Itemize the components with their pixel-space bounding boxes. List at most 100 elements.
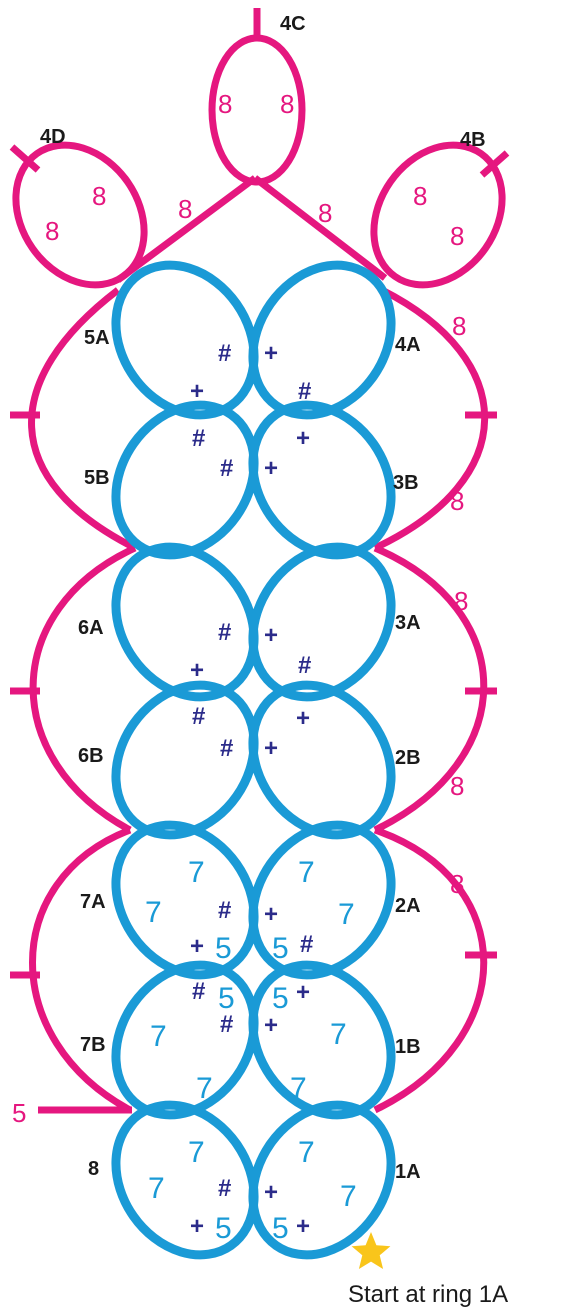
count-chain-right-4: 8 xyxy=(450,771,464,801)
plus-symbol: + xyxy=(264,340,278,367)
label-4b: 4B xyxy=(460,129,486,151)
ring-2a xyxy=(248,820,396,980)
hash-symbol: # xyxy=(218,340,231,367)
plus-symbol: + xyxy=(190,657,204,684)
blue-counts: 7 7 5 7 7 5 5 7 7 5 7 7 7 7 5 7 7 5 xyxy=(145,856,357,1245)
count-1a-right: 7 xyxy=(340,1180,357,1213)
ring-4b xyxy=(370,141,506,289)
join-symbols: # + + # # + # + # + + # # + # + # + + # … xyxy=(190,340,313,1240)
plus-symbol: + xyxy=(190,933,204,960)
hash-symbol: # xyxy=(218,619,231,646)
hash-symbol: # xyxy=(192,425,205,452)
count-4b-top: 8 xyxy=(413,181,427,211)
label-7a: 7A xyxy=(80,891,106,913)
ring-4c xyxy=(208,34,306,186)
hash-symbol: # xyxy=(298,378,311,405)
plus-symbol: + xyxy=(264,455,278,482)
chain-left-upper xyxy=(28,287,137,552)
plus-symbol: + xyxy=(264,1179,278,1206)
label-6b: 6B xyxy=(78,745,104,767)
ring-8 xyxy=(111,1100,259,1260)
count-chain-right-2: 8 xyxy=(450,486,464,516)
ring-4a xyxy=(248,260,396,420)
count-7a-left: 7 xyxy=(145,896,162,929)
ring-6a xyxy=(111,542,259,702)
blue-rings xyxy=(111,260,396,1260)
plus-symbol: + xyxy=(296,979,310,1006)
count-8-bottom: 5 xyxy=(215,1212,232,1245)
ring-3b xyxy=(248,400,396,560)
plus-symbol: + xyxy=(264,1012,278,1039)
count-chain-right-1: 8 xyxy=(452,311,466,341)
plus-symbol: + xyxy=(190,1213,204,1240)
hash-symbol: # xyxy=(220,735,233,762)
plus-symbol: + xyxy=(296,705,310,732)
count-1b-top: 5 xyxy=(272,982,289,1015)
chain-lines xyxy=(28,175,489,1114)
ring-3a xyxy=(248,542,396,702)
label-4d: 4D xyxy=(40,126,66,148)
hash-symbol: # xyxy=(220,455,233,482)
hash-symbol: # xyxy=(218,1175,231,1202)
count-8-top: 7 xyxy=(188,1136,205,1169)
plus-symbol: + xyxy=(264,735,278,762)
count-chain-right-5: 8 xyxy=(450,869,464,899)
chain-right-lower xyxy=(373,826,488,1114)
count-1b-right: 7 xyxy=(330,1018,347,1051)
plus-symbol: + xyxy=(296,1213,310,1240)
label-5a: 5A xyxy=(84,327,110,349)
count-1a-top: 7 xyxy=(298,1136,315,1169)
count-7b-top: 5 xyxy=(218,982,235,1015)
label-5b: 5B xyxy=(84,467,110,489)
hash-symbol: # xyxy=(218,897,231,924)
pink-counts: 8 8 8 8 8 8 8 8 8 8 8 8 8 5 xyxy=(12,89,468,1128)
count-7a-top: 7 xyxy=(188,856,205,889)
hash-symbol: # xyxy=(192,978,205,1005)
plus-symbol: + xyxy=(296,425,310,452)
label-4c: 4C xyxy=(280,13,306,35)
chain-left-middle xyxy=(29,544,137,834)
count-7a-bottom: 5 xyxy=(215,932,232,965)
count-chain-right-3: 8 xyxy=(454,586,468,616)
label-2a: 2A xyxy=(395,895,421,917)
plus-symbol: + xyxy=(264,901,278,928)
count-4c-right: 8 xyxy=(280,89,294,119)
ring-7b xyxy=(111,960,259,1120)
chain-left-lower xyxy=(29,826,132,1114)
label-1a: 1A xyxy=(395,1161,421,1183)
label-8: 8 xyxy=(88,1158,99,1180)
chain-top-right xyxy=(252,175,388,281)
label-6a: 6A xyxy=(78,617,104,639)
ring-4d xyxy=(12,141,148,289)
hash-symbol: # xyxy=(220,1011,233,1038)
count-1a-bottom: 5 xyxy=(272,1212,289,1245)
picot-4d xyxy=(9,144,41,173)
ring-5b xyxy=(111,400,259,560)
chain-right-upper xyxy=(373,286,489,552)
ring-5a xyxy=(111,260,259,420)
label-3b: 3B xyxy=(393,472,419,494)
count-2a-top: 7 xyxy=(298,856,315,889)
label-7b: 7B xyxy=(80,1034,106,1056)
count-chain-top-right: 8 xyxy=(318,198,332,228)
count-8-left: 7 xyxy=(148,1172,165,1205)
ring-7a xyxy=(111,820,259,980)
start-instruction: Start at ring 1A xyxy=(348,1281,508,1308)
count-7b-bottom: 7 xyxy=(196,1072,213,1105)
ring-1b xyxy=(248,960,396,1120)
hash-symbol: # xyxy=(300,931,313,958)
chain-top-left xyxy=(115,175,258,283)
label-4a: 4A xyxy=(395,334,421,356)
hash-symbol: # xyxy=(298,652,311,679)
count-1b-bottom: 7 xyxy=(290,1072,307,1105)
count-4d-top: 8 xyxy=(92,181,106,211)
count-4d-bottom: 8 xyxy=(45,216,59,246)
label-2b: 2B xyxy=(395,747,421,769)
count-4c-left: 8 xyxy=(218,89,232,119)
plus-symbol: + xyxy=(264,622,278,649)
star-icon xyxy=(351,1232,391,1269)
count-4b-bottom: 8 xyxy=(450,221,464,251)
count-tail: 5 xyxy=(12,1098,26,1128)
ring-labels: 4C 4D 4B 5A 4A 5B 3B 6A 3A 6B 2B 7A 2A 7… xyxy=(40,13,486,1183)
